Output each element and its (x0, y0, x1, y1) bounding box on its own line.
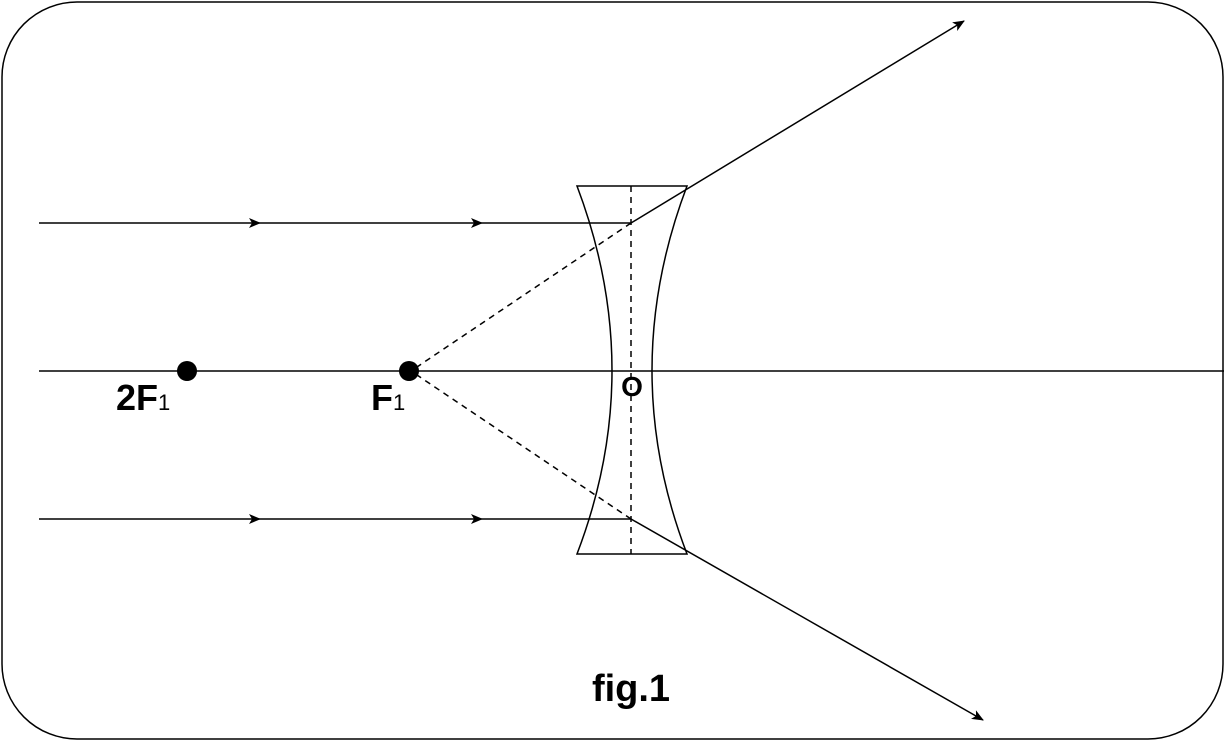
focal-point (399, 361, 419, 381)
figure-caption: fig.1 (592, 668, 670, 710)
focal-label-sub: 1 (393, 390, 405, 415)
upper-virtual-ray-extension (410, 222, 632, 372)
twice-focal-point (177, 361, 197, 381)
concave-lens (575, 185, 689, 555)
upper-refracted-ray (630, 20, 965, 224)
lower-virtual-ray-extension (410, 370, 632, 520)
lower-refracted-ray (630, 518, 984, 721)
optical-center-label: O (621, 371, 643, 402)
twice-focal-label-sub: 1 (158, 390, 170, 415)
twice-focal-label: 2F1 (116, 377, 170, 418)
twice-focal-label-main: 2F (116, 377, 158, 418)
focal-label-main: F (371, 377, 393, 418)
focal-label: F1 (371, 377, 405, 418)
